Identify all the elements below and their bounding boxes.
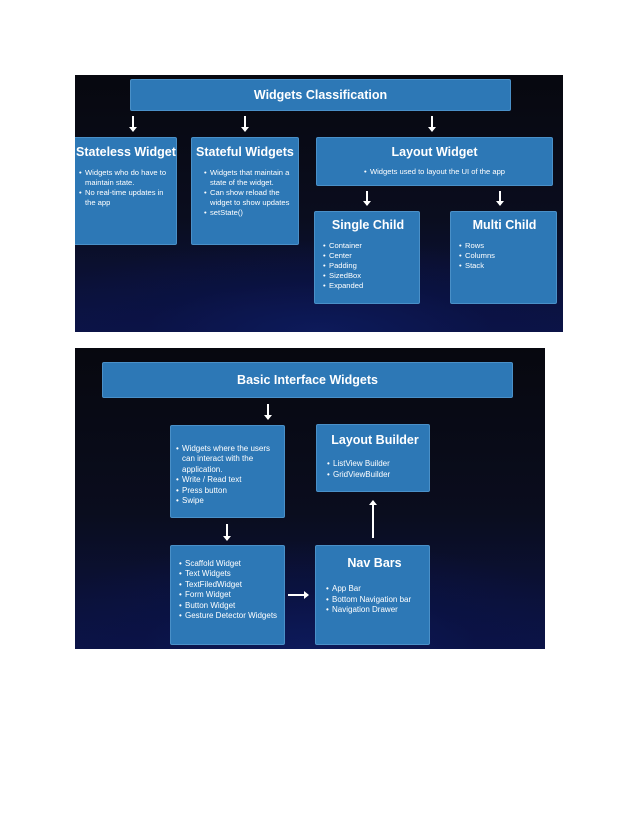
- stateful-widgets-title: Stateful Widgets: [196, 145, 294, 159]
- widgets-list-box: Scaffold Widget Text Widgets TextFiledWi…: [170, 545, 285, 645]
- stateful-widgets-list: Widgets that maintain a state of the wid…: [204, 168, 292, 218]
- list-item: Stack: [459, 261, 550, 271]
- nav-bars-title: Nav Bars: [347, 556, 402, 570]
- stateless-widget-box: Stateless Widget Widgets who do have to …: [75, 137, 177, 245]
- multi-child-list: Rows Columns Stack: [459, 241, 550, 271]
- list-item: Widgets where the users can interact wit…: [176, 444, 278, 475]
- stateful-widgets-box: Stateful Widgets Widgets that maintain a…: [191, 137, 299, 245]
- list-item: No real-time updates in the app: [79, 188, 171, 208]
- single-child-title: Single Child: [331, 218, 405, 232]
- header-title: Basic Interface Widgets: [237, 373, 378, 387]
- list-item: Container: [323, 241, 413, 251]
- arrow-down-stateless: [129, 116, 137, 132]
- layout-widget-list: Widgets used to layout the UI of the app: [364, 167, 505, 177]
- arrow-right-nav-bars: [288, 591, 309, 599]
- list-item: GridViewBuilder: [327, 470, 423, 481]
- list-item: Widgets that maintain a state of the wid…: [204, 168, 292, 188]
- list-item: Button Widget: [179, 601, 278, 612]
- list-item: Columns: [459, 251, 550, 261]
- interaction-widgets-list: Widgets where the users can interact wit…: [176, 444, 278, 507]
- list-item: Gesture Detector Widgets: [179, 611, 278, 622]
- widgets-classification-header: Widgets Classification: [130, 79, 511, 111]
- header-title: Widgets Classification: [253, 88, 388, 102]
- list-item: Text Widgets: [179, 569, 278, 580]
- list-item: Bottom Navigation bar: [326, 595, 423, 606]
- single-child-list: Container Center Padding SizedBox Expand…: [323, 241, 413, 291]
- list-item: Scaffold Widget: [179, 559, 278, 570]
- multi-child-title: Multi Child: [472, 218, 537, 232]
- multi-child-box: Multi Child Rows Columns Stack: [450, 211, 557, 304]
- layout-widget-box: Layout Widget Widgets used to layout the…: [316, 137, 553, 186]
- single-child-box: Single Child Container Center Padding Si…: [314, 211, 420, 304]
- list-item: ListView Builder: [327, 459, 423, 470]
- list-item: Expanded: [323, 281, 413, 291]
- arrow-up-layout-builder: [369, 500, 377, 538]
- list-item: Press button: [176, 486, 278, 497]
- nav-bars-list: App Bar Bottom Navigation bar Navigation…: [326, 584, 423, 616]
- list-item: Form Widget: [179, 590, 278, 601]
- list-item: TextFiledWidget: [179, 580, 278, 591]
- layout-builder-box: Layout Builder ListView Builder GridView…: [316, 424, 430, 492]
- list-item: Widgets used to layout the UI of the app: [364, 167, 505, 177]
- arrow-down-stateful: [241, 116, 249, 132]
- list-item: App Bar: [326, 584, 423, 595]
- list-item: Navigation Drawer: [326, 605, 423, 616]
- arrow-down-interact: [264, 404, 272, 420]
- list-item: Write / Read text: [176, 475, 278, 486]
- widgets-list: Scaffold Widget Text Widgets TextFiledWi…: [179, 559, 278, 622]
- layout-widget-title: Layout Widget: [391, 145, 478, 159]
- list-item: Swipe: [176, 496, 278, 507]
- arrow-down-single-child: [363, 191, 371, 206]
- widgets-classification-slide: Widgets Classification Stateless Widget …: [75, 75, 563, 332]
- list-item: setState(): [204, 208, 292, 218]
- layout-builder-title: Layout Builder: [331, 433, 419, 447]
- list-item: Can show reload the widget to show updat…: [204, 188, 292, 208]
- arrow-down-layout: [428, 116, 436, 132]
- arrow-down-multi-child: [496, 191, 504, 206]
- layout-builder-list: ListView Builder GridViewBuilder: [327, 459, 423, 480]
- list-item: Center: [323, 251, 413, 261]
- list-item: Widgets who do have to maintain state.: [79, 168, 171, 188]
- nav-bars-box: Nav Bars App Bar Bottom Navigation bar N…: [315, 545, 430, 645]
- basic-interface-widgets-header: Basic Interface Widgets: [102, 362, 513, 398]
- basic-interface-widgets-slide: Basic Interface Widgets Widgets where th…: [75, 348, 545, 649]
- arrow-down-widgets-list: [223, 524, 231, 541]
- list-item: SizedBox: [323, 271, 413, 281]
- stateless-widget-list: Widgets who do have to maintain state. N…: [79, 168, 171, 208]
- list-item: Padding: [323, 261, 413, 271]
- interaction-widgets-box: Widgets where the users can interact wit…: [170, 425, 285, 518]
- stateless-widget-title: Stateless Widget: [76, 145, 176, 159]
- list-item: Rows: [459, 241, 550, 251]
